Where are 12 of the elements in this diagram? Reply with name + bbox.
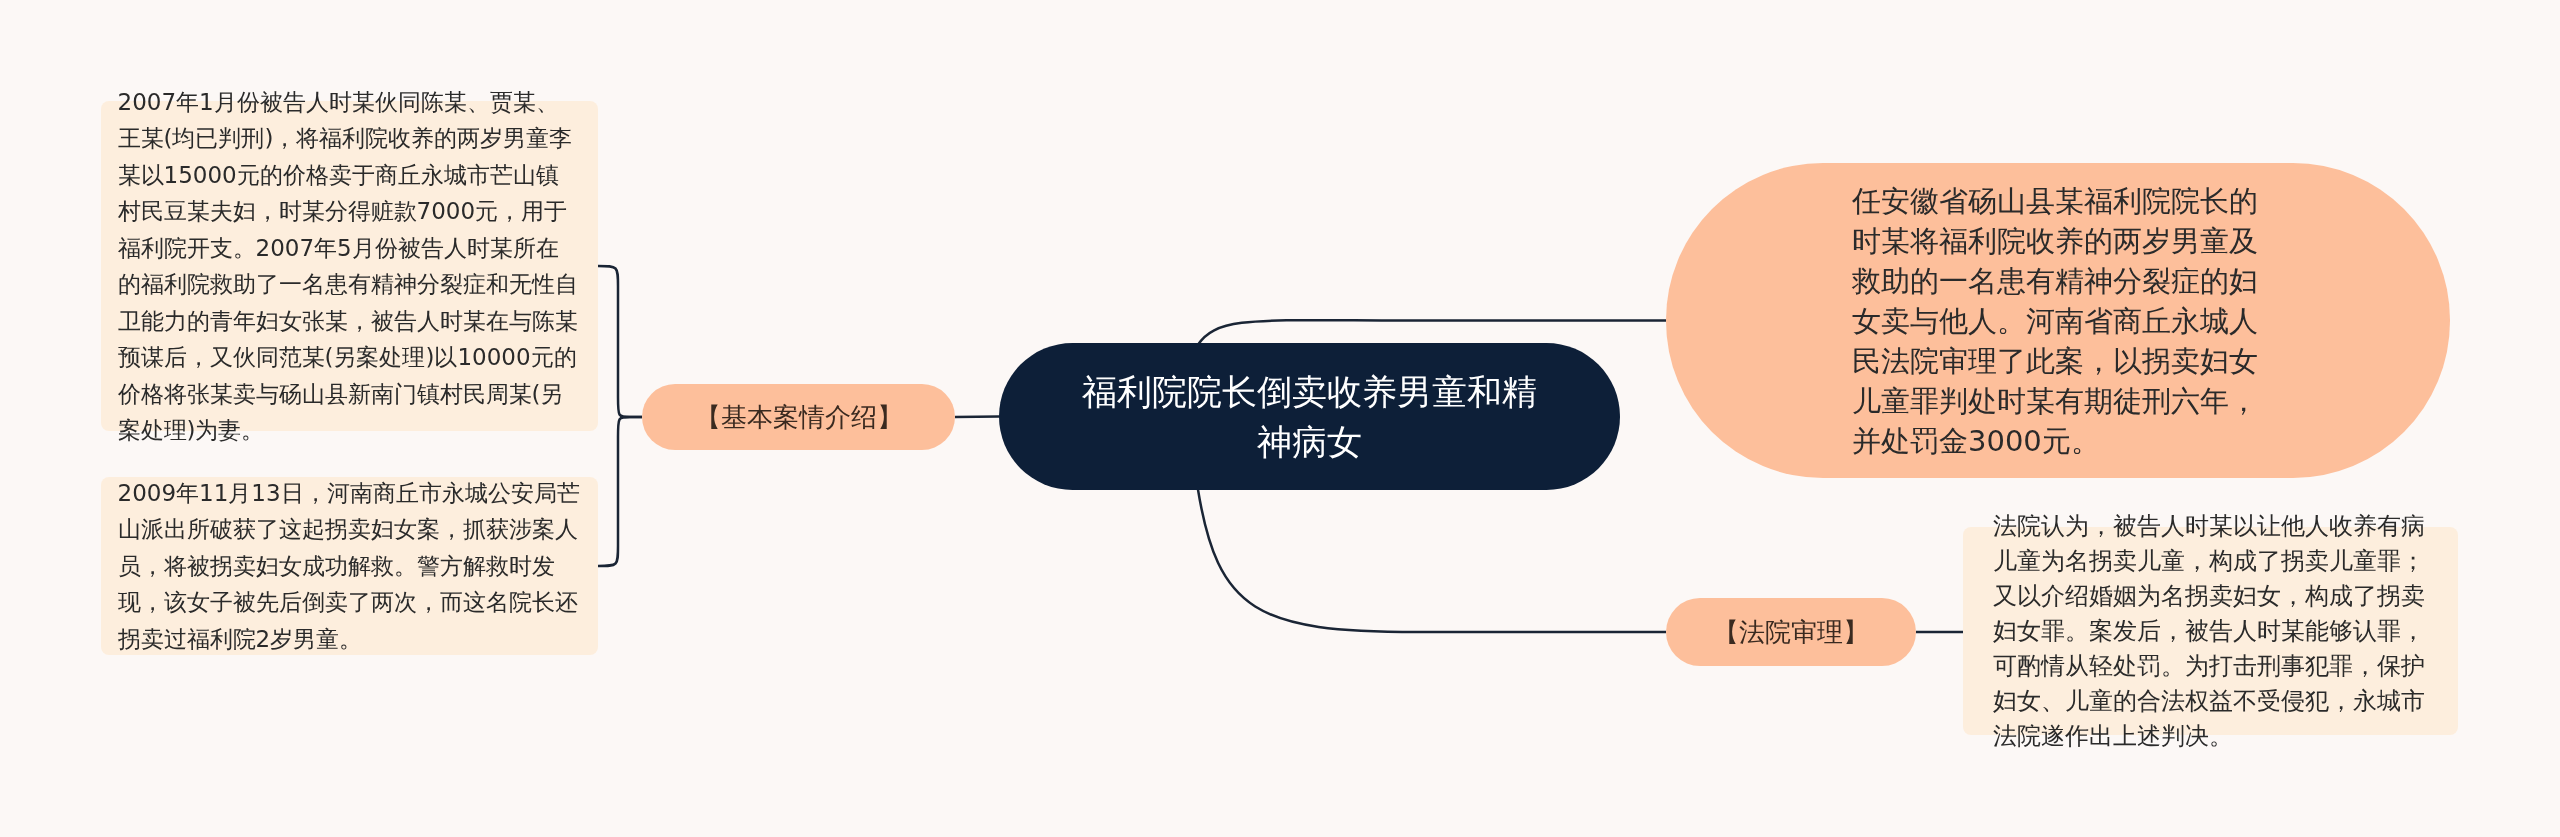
connector-line [1196, 318, 1666, 346]
connector-line [1916, 630, 1963, 634]
note-text: 2007年1月份被告人时某伙同陈某、贾某、王某(均已判刑)，将福利院收养的两岁男童李某以15000元的价格卖于商丘永城市芒山镇村民豆某夫妇，时某分得赃款7000元，用于福利院开支。2007年5月份被告人时某所在的福利院救助了一名患有精神分裂症和无性自卫能力的青年妇女张某，被告人时某在与陈某预谋后，又伙同范某(另案处理)以10000元的价格将张某卖与砀山县新南门镇村民周某(另案处理)为妻。 [117, 87, 579, 445]
connector-line [955, 415, 999, 419]
note-text: 2009年11月13日，河南商丘市永城公安局芒山派出所破获了这起拐卖妇女案，抓获涉案人员，将被拐卖妇女成功解救。警方解救时发现，该女子被先后倒卖了两次，而这名院长还拐卖过福利院2岁男童。 [117, 478, 581, 654]
connector-line [598, 415, 642, 568]
connector-line [1196, 487, 1666, 634]
topic-title: 福利院院长倒卖收养男童和精神病女 [1081, 370, 1538, 464]
branch-label: 【法院审理】 [1712, 616, 1870, 649]
branch-label: 【基本案情介绍】 [693, 401, 904, 434]
summary-text: 任安徽省砀山县某福利院院长的时某将福利院收养的两岁男童及救助的一名患有精神分裂症的妇女卖与他人。河南省商丘永城人民法院审理了此案，以拐卖妇女儿童罪判处时某有期徒刑六年，并处罚金3000元。 [1852, 182, 2259, 460]
note-text: 法院认为，被告人时某以让他人收养有病儿童为名拐卖儿童，构成了拐卖儿童罪；又以介绍婚姻为名拐卖妇女，构成了拐卖妇女罪。案发后，被告人时某能够认罪，可酌情从轻处罚。为打击刑事犯罪，保护妇女、儿童的合法权益不受侵犯，永城市法院遂作出上述判决。 [1992, 510, 2426, 752]
